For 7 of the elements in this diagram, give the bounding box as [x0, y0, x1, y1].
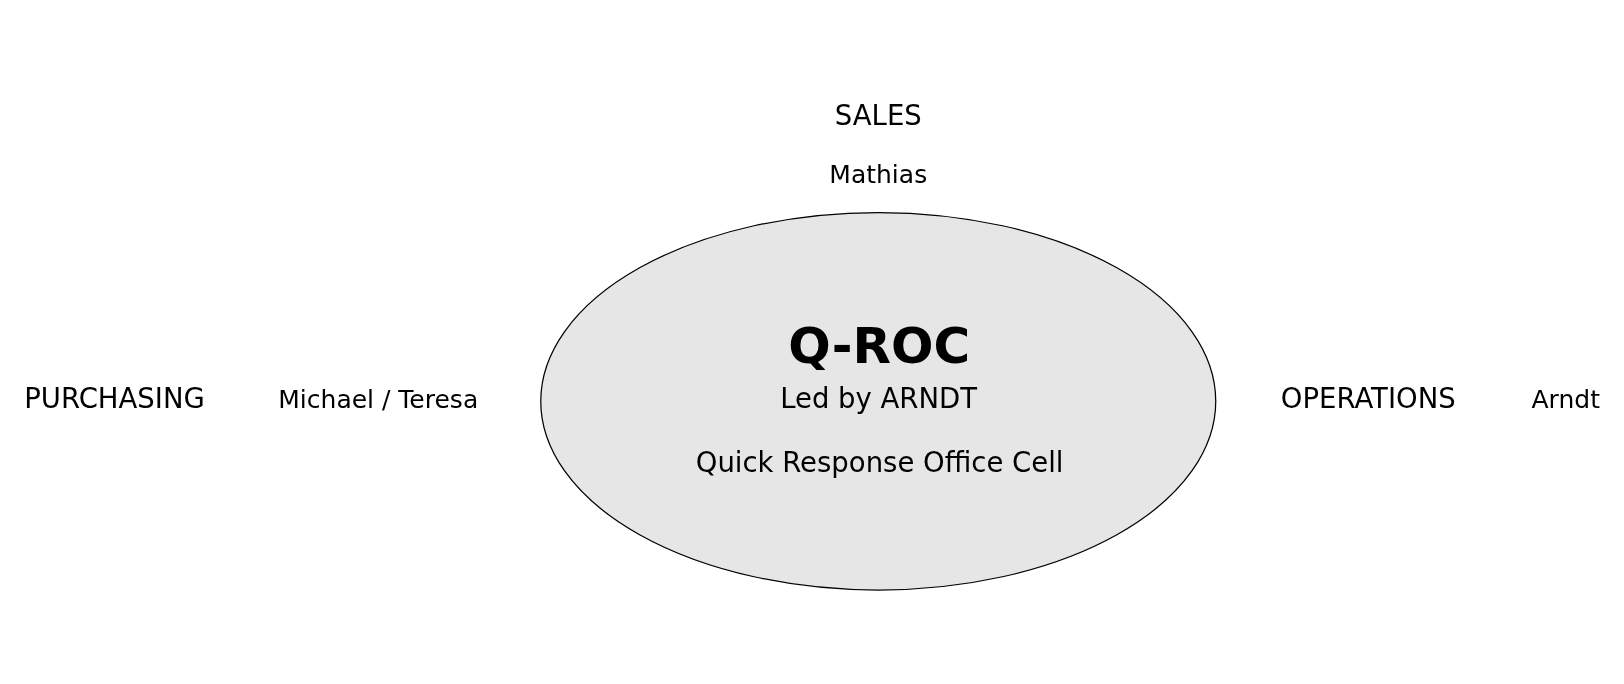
label: PURCHASING	[24, 381, 205, 414]
label: OPERATIONS	[1280, 381, 1456, 414]
label: Mathias	[829, 159, 928, 188]
node-ellipse: Q-ROC Led by ARNDT Quick Response Office Cell	[540, 211, 1217, 591]
label: Michael / Teresa	[278, 384, 479, 413]
label: SALES	[834, 98, 922, 130]
label: Arndt	[1531, 384, 1600, 413]
